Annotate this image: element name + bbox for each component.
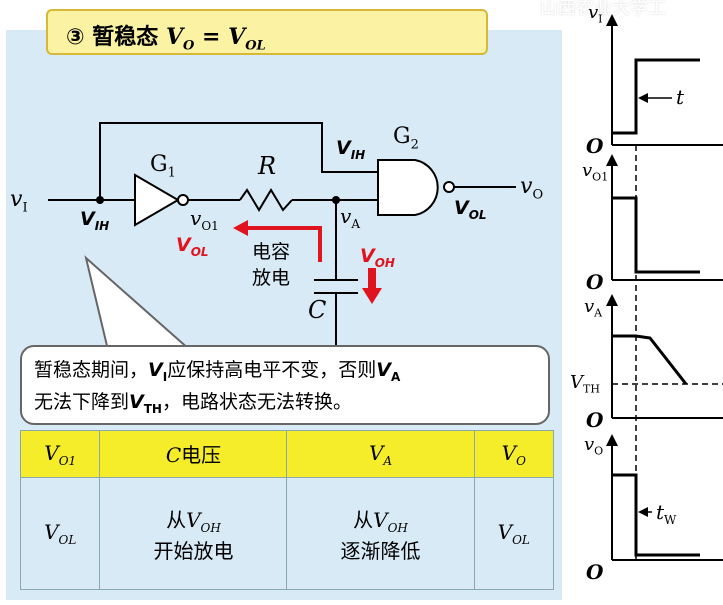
resistor-r bbox=[239, 188, 293, 212]
discharge-arrow-head bbox=[233, 220, 248, 236]
g1-gate bbox=[134, 173, 180, 227]
feedback-wire bbox=[99, 122, 378, 200]
title-box: ③ 暂稳态 VO = VOL bbox=[46, 9, 488, 55]
callout-line-1: 暂稳态期间，VI应保持高电平不变，否则VA bbox=[34, 359, 401, 384]
label-voh-red: VOH bbox=[360, 245, 395, 270]
label-va: vA bbox=[340, 204, 360, 231]
label-vih-left: VIH bbox=[80, 208, 110, 233]
table-header-cell: VA bbox=[286, 430, 475, 478]
wave-label-vth: VTH bbox=[570, 372, 600, 396]
table-cell: VOL bbox=[473, 477, 555, 590]
voh-arrow-head bbox=[362, 288, 382, 304]
watermark-text: 山西农业大学工 bbox=[540, 0, 666, 19]
va-waveform bbox=[612, 334, 688, 385]
discharge-path-arrow bbox=[242, 226, 322, 262]
vi-waveform bbox=[612, 58, 700, 135]
label-vol-red: VOL bbox=[176, 234, 209, 259]
callout-box: 暂稳态期间，VI应保持高电平不变，否则VA 无法下降到VTH，电路状态无法转换。 bbox=[20, 345, 550, 425]
label-vol-g2: VOL bbox=[454, 197, 487, 222]
table-cell: VOL bbox=[19, 477, 101, 590]
label-discharge-1: 电容 bbox=[252, 241, 291, 263]
wave-label-vo1: vO1 bbox=[582, 160, 609, 184]
wave-label-tw: tW bbox=[656, 500, 677, 527]
table-header-cell: VO bbox=[473, 430, 555, 478]
wave-zero-2: O bbox=[586, 270, 604, 294]
voh-arrow-stem bbox=[368, 268, 376, 290]
page-title: ③ 暂稳态 VO = VOL bbox=[66, 19, 266, 53]
title-eq: = V bbox=[194, 24, 246, 50]
table-header-row: VO1 C电压 VA VO bbox=[19, 430, 555, 478]
g2-gate bbox=[377, 159, 439, 216]
title-prefix: ③ 暂稳态 bbox=[66, 25, 166, 50]
label-vi: vI bbox=[10, 187, 28, 216]
table-header-cell: C电压 bbox=[99, 430, 288, 478]
title-sub-ol: OL bbox=[245, 38, 266, 54]
title-formula-v: V bbox=[165, 24, 184, 50]
label-discharge-2: 放电 bbox=[252, 267, 291, 289]
label-vo1: vO1 bbox=[190, 206, 219, 233]
wave-zero-1: O bbox=[586, 134, 604, 158]
wave-label-vo: vO bbox=[584, 434, 604, 458]
wave-label-va: vA bbox=[584, 296, 603, 320]
callout-line-2: 无法下降到VTH，电路状态无法转换。 bbox=[34, 391, 352, 416]
label-vo: vO bbox=[520, 174, 544, 203]
junction-dot-input bbox=[96, 196, 104, 204]
wave-zero-3: O bbox=[586, 408, 604, 432]
wave-label-vi: vI bbox=[588, 2, 603, 26]
table-header-cell: VO1 bbox=[19, 430, 101, 478]
junction-dot-a bbox=[332, 196, 340, 204]
wave-zero-4: O bbox=[586, 560, 604, 584]
label-g2: G2 bbox=[393, 124, 419, 153]
label-c: C bbox=[308, 296, 327, 324]
label-r: R bbox=[258, 152, 277, 180]
label-g1: G1 bbox=[150, 152, 176, 181]
wave-label-t: t bbox=[676, 85, 685, 109]
label-vih-top: VIH bbox=[336, 137, 366, 162]
title-sub-o: O bbox=[183, 38, 195, 54]
